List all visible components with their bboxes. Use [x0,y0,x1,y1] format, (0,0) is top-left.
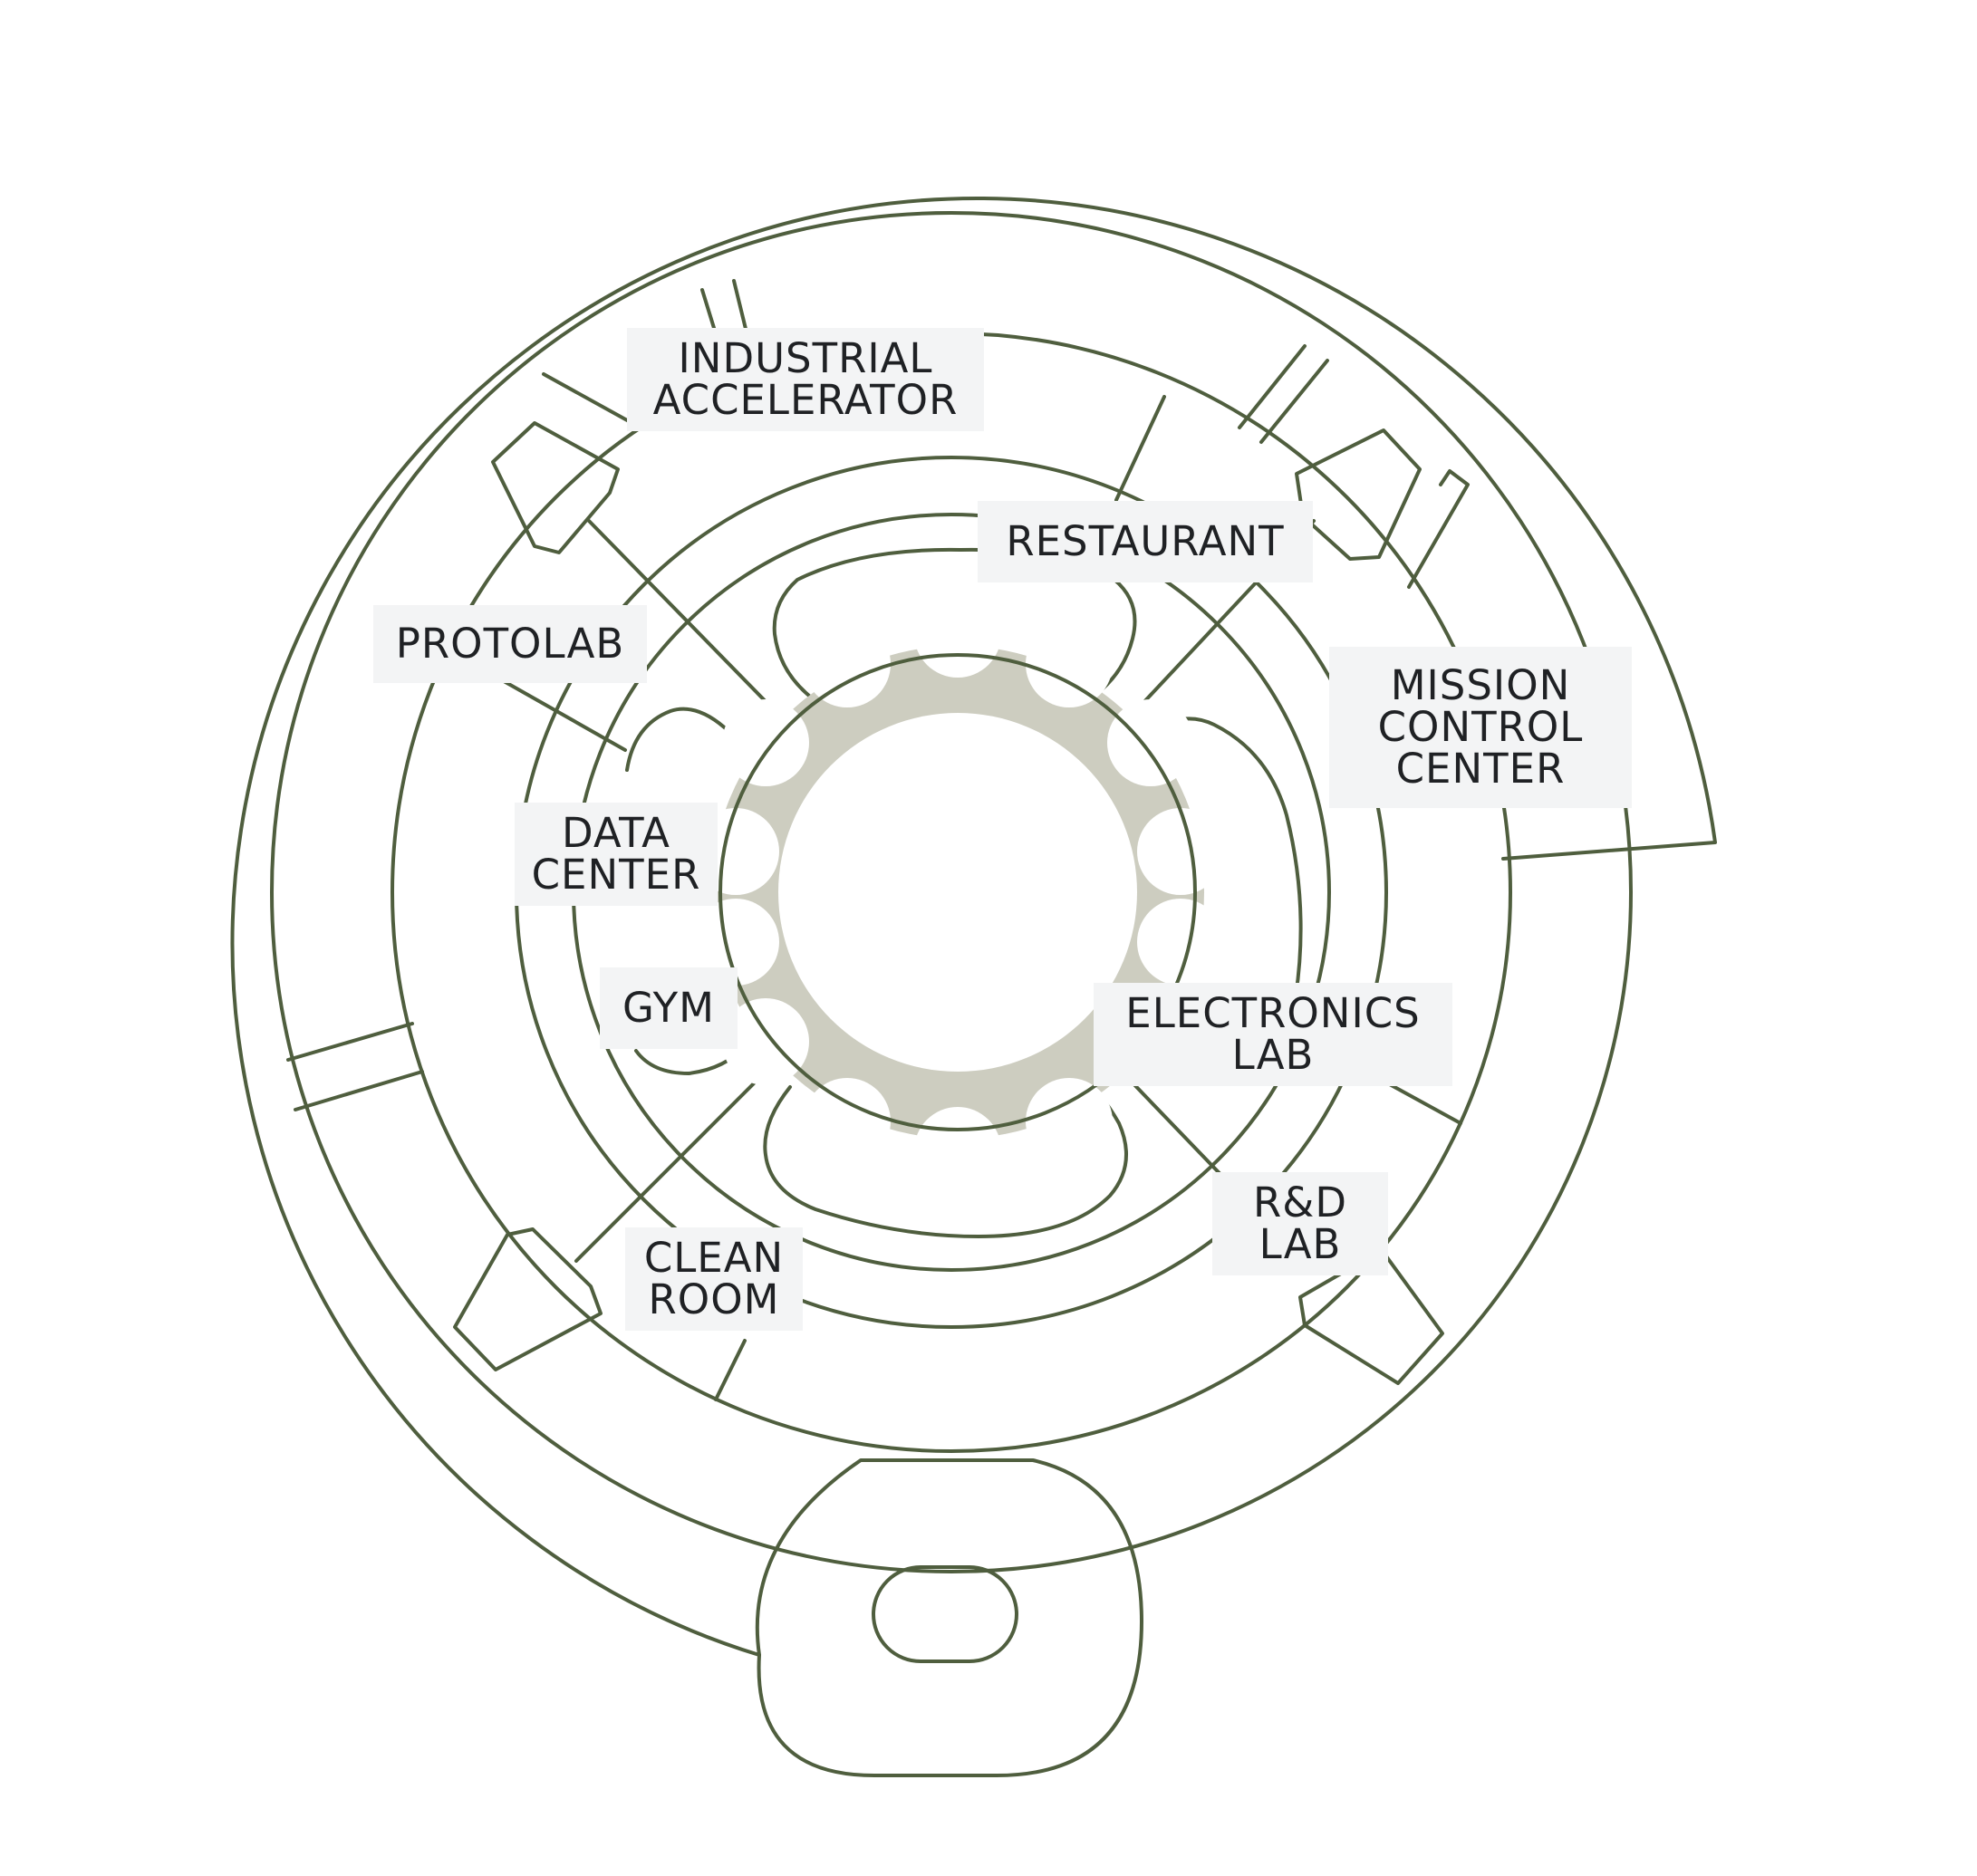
label-industrial-accelerator: INDUSTRIAL ACCELERATOR [627,328,984,431]
label-clean-room: CLEAN ROOM [625,1227,803,1331]
label-protolab: PROTOLAB [373,605,647,683]
outer-spiral-wall [230,197,1717,1657]
label-mission-control-center: MISSION CONTROL CENTER [1329,647,1632,808]
central-hub [692,591,1224,1194]
hub-scallops [692,591,1224,1194]
radial-walls [286,279,1462,1401]
label-data-center: DATA CENTER [515,803,718,906]
bottom-annex-core [872,1565,1018,1663]
label-gym: GYM [600,967,738,1049]
label-rd-lab: R&D LAB [1212,1172,1388,1275]
ring-2-wall [270,211,1633,1573]
label-electronics-lab: ELECTRONICS LAB [1094,983,1452,1086]
bottom-annex-wall [755,1458,1143,1777]
label-restaurant: RESTAURANT [978,501,1313,582]
